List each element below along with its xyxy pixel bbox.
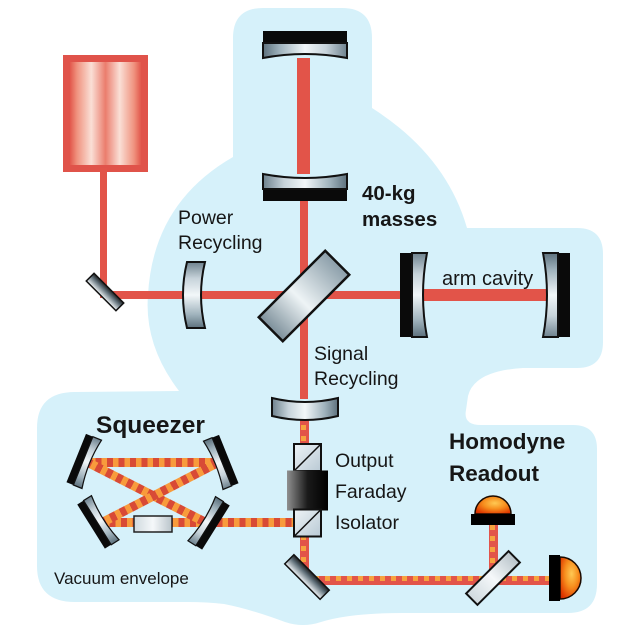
homodyne-input-beam (314, 576, 552, 585)
faraday-cube-icon (293, 443, 322, 472)
power-recycling-label: Power Recycling (178, 207, 263, 255)
srm-to-isolator-beam (300, 414, 309, 445)
arm-cavity-label: arm cavity (442, 268, 534, 290)
squeezer-output-beam (205, 518, 297, 527)
homodyne-vertical-beam (489, 525, 498, 581)
homodyne-readout-label: Homodyne Readout (449, 429, 566, 486)
signal-recycling-beam (300, 296, 308, 399)
vacuum-envelope-label: Vacuum envelope (54, 569, 189, 588)
photodetector-icon (549, 555, 582, 601)
signal-recycling-label: Signal Recycling (314, 343, 399, 391)
squeezer-top-beam (84, 458, 220, 467)
vertical-arm-beam (300, 196, 308, 297)
masses-label: 40-kg masses (362, 182, 438, 231)
laser-icon (63, 55, 148, 172)
output-faraday-isolator-label: Output Faraday Isolator (335, 450, 407, 534)
main-horizontal-beam (103, 291, 409, 299)
squeezer-label: Squeezer (96, 412, 205, 439)
faraday-rotator-icon (287, 470, 328, 511)
laser-output-beam (100, 168, 107, 298)
arm-cavity-beam (420, 289, 548, 301)
faraday-cube-icon (293, 508, 322, 538)
vertical-cavity-beam (297, 58, 310, 174)
isolator-output-beam (300, 535, 309, 579)
photodetector-icon (471, 495, 515, 525)
top-test-mass-far-icon (262, 30, 348, 59)
